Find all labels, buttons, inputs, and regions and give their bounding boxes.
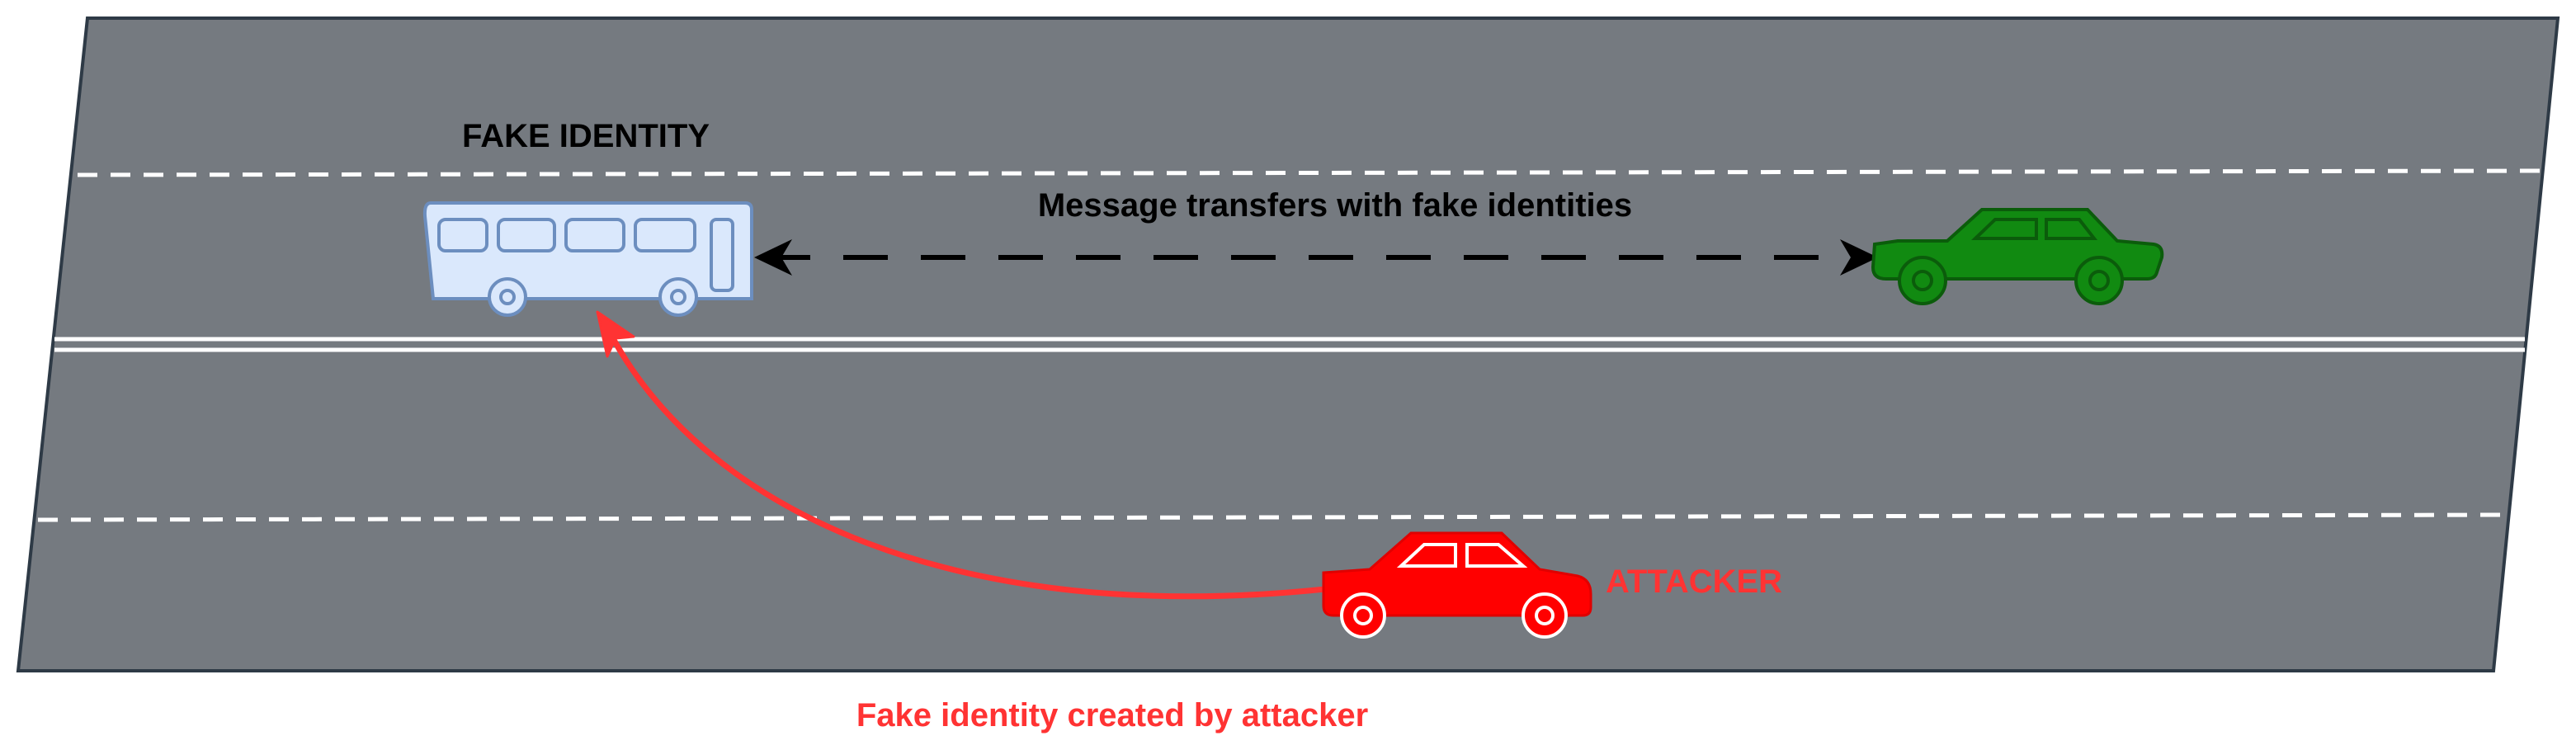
lane-marking-upper xyxy=(77,168,2542,177)
attack-arrow xyxy=(611,338,1326,600)
fake-identity-label: FAKE IDENTITY xyxy=(462,118,710,154)
attacker-label: ATTACKER xyxy=(1606,564,1782,600)
lane-marking-lower xyxy=(37,512,2501,522)
message-arrow-head-left xyxy=(754,239,792,276)
message-label: Message transfers with fake identities xyxy=(1038,187,1632,224)
caption: Fake identity created by attacker xyxy=(856,697,1368,733)
car-icon-attacker xyxy=(1322,531,1592,639)
attack-arrow-head xyxy=(596,310,635,358)
message-arrow-head-right xyxy=(1840,239,1878,276)
bus-icon xyxy=(422,201,753,317)
car-icon-victim xyxy=(1871,208,2164,305)
road xyxy=(16,17,2560,672)
